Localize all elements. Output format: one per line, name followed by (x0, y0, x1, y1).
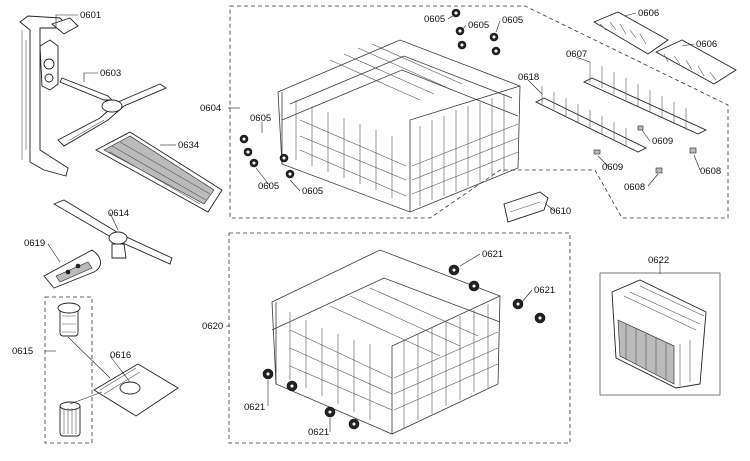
handle-0610 (503, 191, 549, 223)
label-0634: 0634 (178, 140, 199, 151)
tine-rows-0606 (592, 11, 737, 85)
lower-rack-0620 (271, 249, 501, 435)
label-0605-left-bottom: 0605 (258, 181, 279, 192)
upper-rack-group-outline (229, 5, 729, 219)
clips-0608-0609 (593, 125, 697, 174)
tine-strip-0618 (534, 86, 648, 153)
label-0603: 0603 (100, 68, 121, 79)
label-0601: 0601 (80, 10, 101, 21)
upper-rack-0604 (277, 39, 521, 213)
label-0615: 0615 (12, 346, 33, 357)
lower-spray-arm-0614 (52, 199, 173, 265)
lower-rack-wheels-0621 (262, 264, 546, 430)
label-0620: 0620 (202, 321, 223, 332)
label-0621-right: 0621 (534, 285, 555, 296)
tine-strip-0607 (582, 62, 708, 135)
label-0618: 0618 (518, 72, 539, 83)
label-0604: 0604 (200, 103, 221, 114)
label-0622: 0622 (648, 255, 669, 266)
label-0608-left: 0608 (624, 182, 645, 193)
label-0605-top-3: 0605 (502, 15, 523, 26)
upper-rack-wheels-0605 (239, 8, 501, 179)
label-0606-top: 0606 (638, 8, 659, 19)
label-0621-top: 0621 (482, 249, 503, 260)
flat-filter-0616 (93, 363, 179, 417)
label-0621-bottom: 0621 (308, 427, 329, 438)
lower-rack-group-outline (228, 232, 571, 444)
label-0609-right: 0609 (652, 136, 673, 147)
label-0607: 0607 (566, 49, 587, 60)
filter-0615 (57, 302, 81, 437)
upper-spray-arm-0603 (57, 77, 167, 147)
label-0614: 0614 (108, 208, 129, 219)
leader-lines (45, 12, 701, 432)
label-0610: 0610 (550, 206, 571, 217)
spray-tube-0601 (19, 15, 79, 177)
label-0606-right: 0606 (696, 39, 717, 50)
label-0621-left: 0621 (244, 402, 265, 413)
label-0605-left-right: 0605 (302, 186, 323, 197)
label-0619: 0619 (24, 238, 45, 249)
label-0605-left-top: 0605 (250, 113, 271, 124)
filter-group-outline (44, 296, 93, 444)
label-0609-left: 0609 (602, 162, 623, 173)
cutlery-tray-0634 (95, 131, 223, 213)
label-0608-right: 0608 (700, 166, 721, 177)
fan-cover-0619 (43, 249, 101, 289)
label-0605-top-2: 0605 (468, 20, 489, 31)
label-0605-top-1: 0605 (424, 14, 445, 25)
cutlery-basket-0622 (611, 279, 707, 389)
label-0616: 0616 (110, 350, 131, 361)
